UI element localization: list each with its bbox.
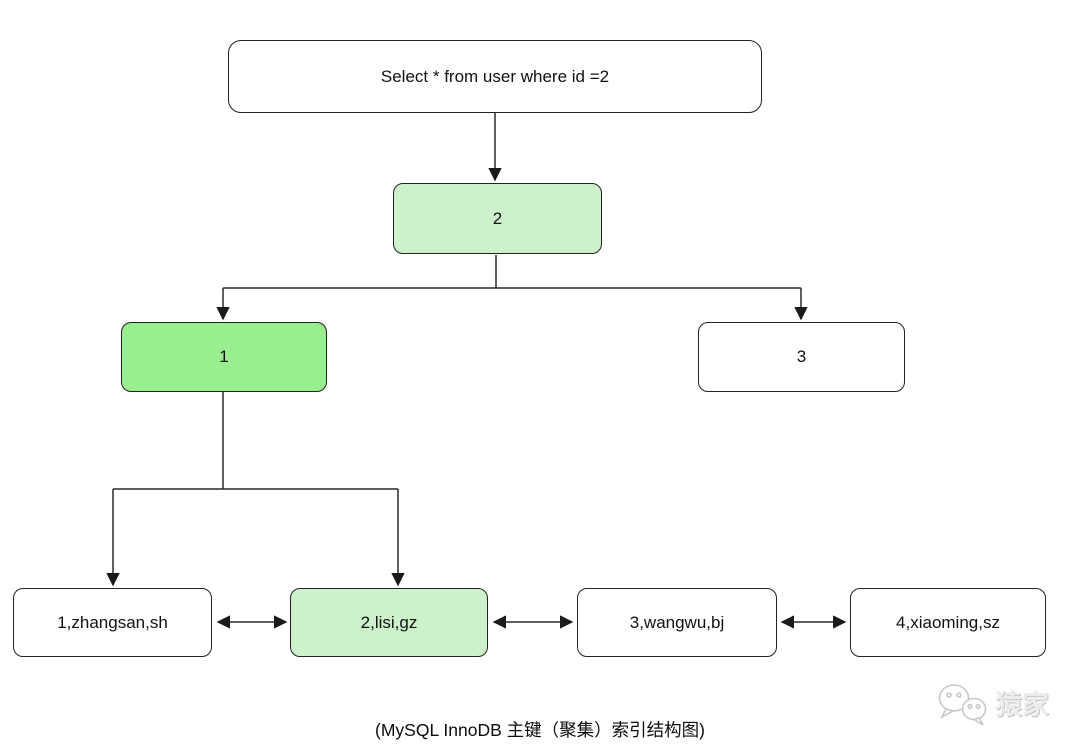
watermark-text: 猿家: [995, 689, 1049, 720]
root-node-2: 2: [393, 183, 602, 254]
watermark: 猿家: [936, 681, 1049, 729]
internal-node-3: 3: [698, 322, 905, 392]
leaf-node-lisi: 2,lisi,gz: [290, 588, 488, 657]
leaf-node-xiaoming: 4,xiaoming,sz: [850, 588, 1046, 657]
wechat-bubbles-icon: [938, 684, 987, 726]
leaf-node-wangwu: 3,wangwu,bj: [577, 588, 777, 657]
internal-node-1: 1: [121, 322, 327, 392]
diagram-caption: (MySQL InnoDB 主键（聚集）索引结构图): [375, 720, 705, 740]
leaf-node-zhangsan: 1,zhangsan,sh: [13, 588, 212, 657]
query-box: Select * from user where id =2: [228, 40, 762, 113]
